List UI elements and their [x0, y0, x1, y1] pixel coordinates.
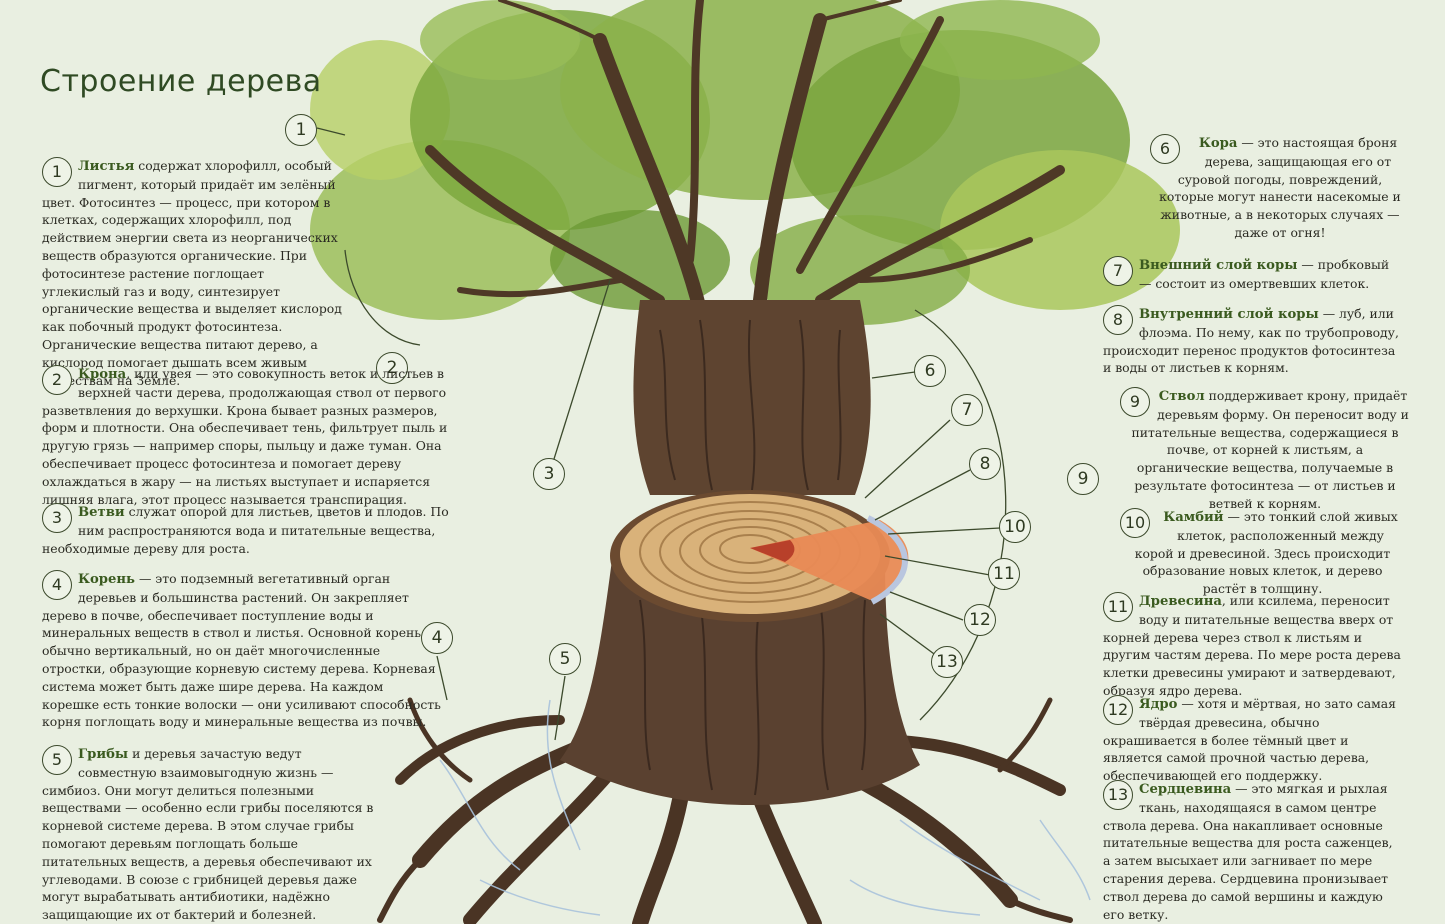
- callout-9: 9: [1067, 463, 1099, 495]
- entry-term: Сердцевина: [1139, 782, 1231, 797]
- entry-number: 6: [1150, 134, 1180, 164]
- entry-10-cambium: 10 Камбий — это тонкий слой живых клеток…: [1120, 508, 1405, 598]
- entry-number: 3: [42, 503, 72, 533]
- entry-term: Ветви: [78, 505, 125, 520]
- callout-7: 7: [951, 394, 983, 426]
- entry-11-xylem: 11 Древесина, или ксилема, переносит вод…: [1103, 592, 1403, 700]
- entry-2-crown: 2 Крона, или увея — это совокупность вет…: [42, 365, 472, 508]
- entry-6-bark: 6 Кора — это настоящая броня дерева, защ…: [1150, 134, 1410, 242]
- entry-text: , или увея — это совокупность веток и ли…: [42, 366, 447, 507]
- entry-text: содержат хлорофилл, особый пигмент, кото…: [42, 158, 342, 388]
- entry-8-inner-bark: 8 Внутренний слой коры — луб, или флоэма…: [1103, 305, 1403, 377]
- entry-number: 4: [42, 570, 72, 600]
- page-title: Строение дерева: [40, 64, 322, 99]
- entry-term: Камбий: [1163, 510, 1223, 525]
- entry-number: 1: [42, 157, 72, 187]
- entry-number: 11: [1103, 592, 1133, 622]
- entry-number: 8: [1103, 305, 1133, 335]
- callout-5: 5: [549, 643, 581, 675]
- callout-12: 12: [964, 604, 996, 636]
- entry-term: Ствол: [1159, 389, 1205, 404]
- entry-7-outer-bark: 7 Внешний слой коры — пробковый — состои…: [1103, 256, 1403, 293]
- callout-6: 6: [914, 355, 946, 387]
- entry-term: Внутренний слой коры: [1139, 307, 1319, 322]
- entry-number: 13: [1103, 780, 1133, 810]
- callout-8: 8: [969, 448, 1001, 480]
- entry-4-root: 4 Корень — это подземный вегетативный ор…: [42, 570, 442, 731]
- callout-13: 13: [931, 646, 963, 678]
- entry-text: — это мягкая и рыхлая ткань, находящаяся…: [1103, 781, 1393, 922]
- entry-term: Листья: [78, 159, 134, 174]
- entry-3-branches: 3 Ветви служат опорой для листьев, цвето…: [42, 503, 472, 557]
- callout-3: 3: [533, 458, 565, 490]
- entry-term: Внешний слой коры: [1139, 258, 1297, 273]
- entry-term: Кора: [1199, 136, 1238, 151]
- entry-number: 2: [42, 365, 72, 395]
- entry-number: 12: [1103, 695, 1133, 725]
- entry-term: Древесина: [1139, 594, 1222, 609]
- entry-term: Ядро: [1139, 697, 1177, 712]
- entry-12-heartwood: 12 Ядро — хотя и мёртвая, но зато самая …: [1103, 695, 1403, 785]
- entry-1-leaves: 1 Листья содержат хлорофилл, особый пигм…: [42, 157, 342, 389]
- callout-10: 10: [999, 511, 1031, 543]
- entry-number: 10: [1120, 508, 1150, 538]
- entry-number: 7: [1103, 256, 1133, 286]
- entry-text: — это подземный вегетативный орган дерев…: [42, 571, 441, 729]
- entry-number: 5: [42, 745, 72, 775]
- callout-11: 11: [988, 558, 1020, 590]
- entry-term: Крона: [78, 367, 126, 382]
- callout-1: 1: [285, 114, 317, 146]
- entry-5-fungi: 5 Грибы и деревья зачастую ведут совмест…: [42, 745, 377, 924]
- entry-13-pith: 13 Сердцевина — это мягкая и рыхлая ткан…: [1103, 780, 1403, 923]
- entry-text: — это настоящая броня дерева, защищающая…: [1159, 135, 1401, 240]
- entry-term: Корень: [78, 572, 135, 587]
- entry-number: 9: [1120, 387, 1150, 417]
- entry-term: Грибы: [78, 747, 128, 762]
- entry-9-trunk: 9 Ствол поддерживает крону, придаёт дере…: [1120, 387, 1410, 513]
- entry-text: поддерживает крону, придаёт деревьям фор…: [1131, 388, 1408, 511]
- entry-text: и деревья зачастую ведут совместную взаи…: [42, 746, 373, 922]
